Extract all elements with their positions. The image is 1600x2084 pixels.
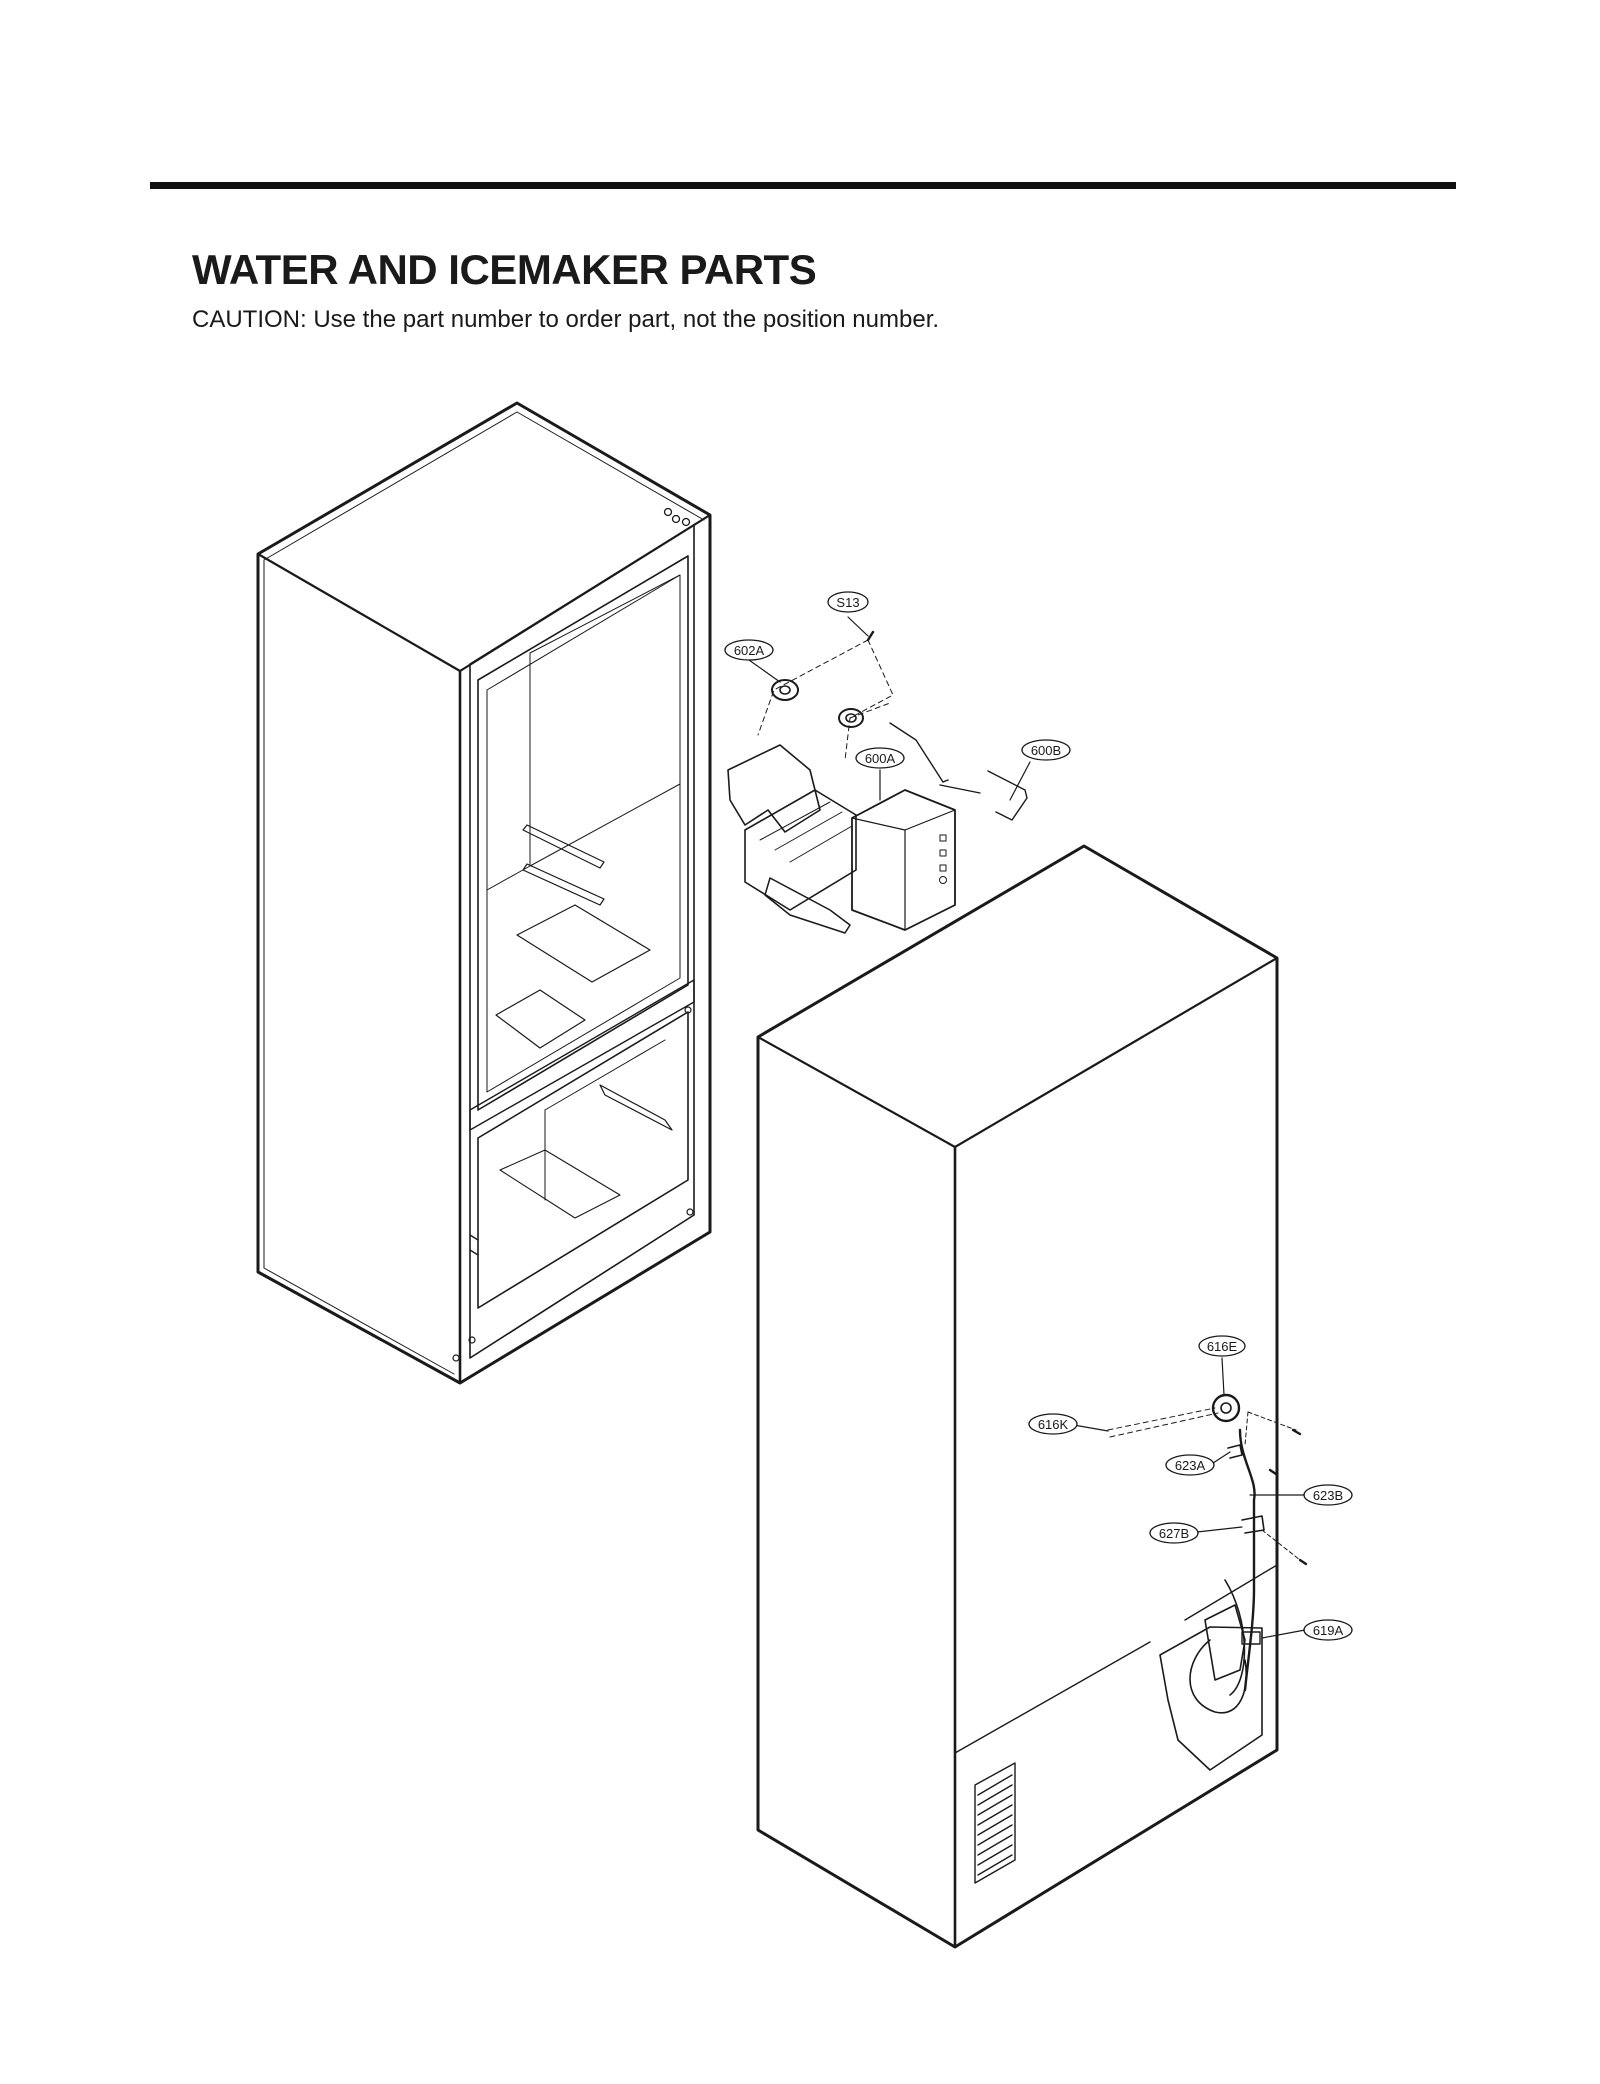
callout-label: 616E: [1207, 1339, 1238, 1354]
callout-label: 602A: [734, 643, 765, 658]
callout-623a: 623A: [1165, 1454, 1215, 1476]
callout-627b: 627B: [1149, 1522, 1199, 1544]
callout-616k: 616K: [1028, 1413, 1078, 1435]
callout-label: 627B: [1159, 1526, 1189, 1541]
callout-label: 623A: [1175, 1458, 1206, 1473]
callout-label: 623B: [1313, 1488, 1343, 1503]
callout-label: 616K: [1038, 1417, 1069, 1432]
callout-label: S13: [836, 595, 859, 610]
callout-600a: 600A: [855, 747, 905, 769]
callout-s13: S13: [827, 591, 869, 613]
callout-623b: 623B: [1303, 1484, 1353, 1506]
caution-note: CAUTION: Use the part number to order pa…: [192, 306, 940, 333]
icemaker-assembly: [727, 630, 1028, 934]
cabinet-rear-view: [756, 844, 1308, 1949]
callout-label: 600A: [865, 751, 896, 766]
callout-label: 600B: [1031, 743, 1061, 758]
cabinet-front-view: [256, 401, 712, 1385]
header-rule: [150, 182, 1456, 189]
page-title: WATER AND ICEMAKER PARTS: [192, 246, 817, 293]
callout-600b: 600B: [1021, 739, 1071, 761]
callout-label: 619A: [1313, 1623, 1344, 1638]
callout-619a: 619A: [1303, 1619, 1353, 1641]
callout-616e: 616E: [1198, 1335, 1246, 1357]
callout-602a: 602A: [724, 639, 774, 661]
